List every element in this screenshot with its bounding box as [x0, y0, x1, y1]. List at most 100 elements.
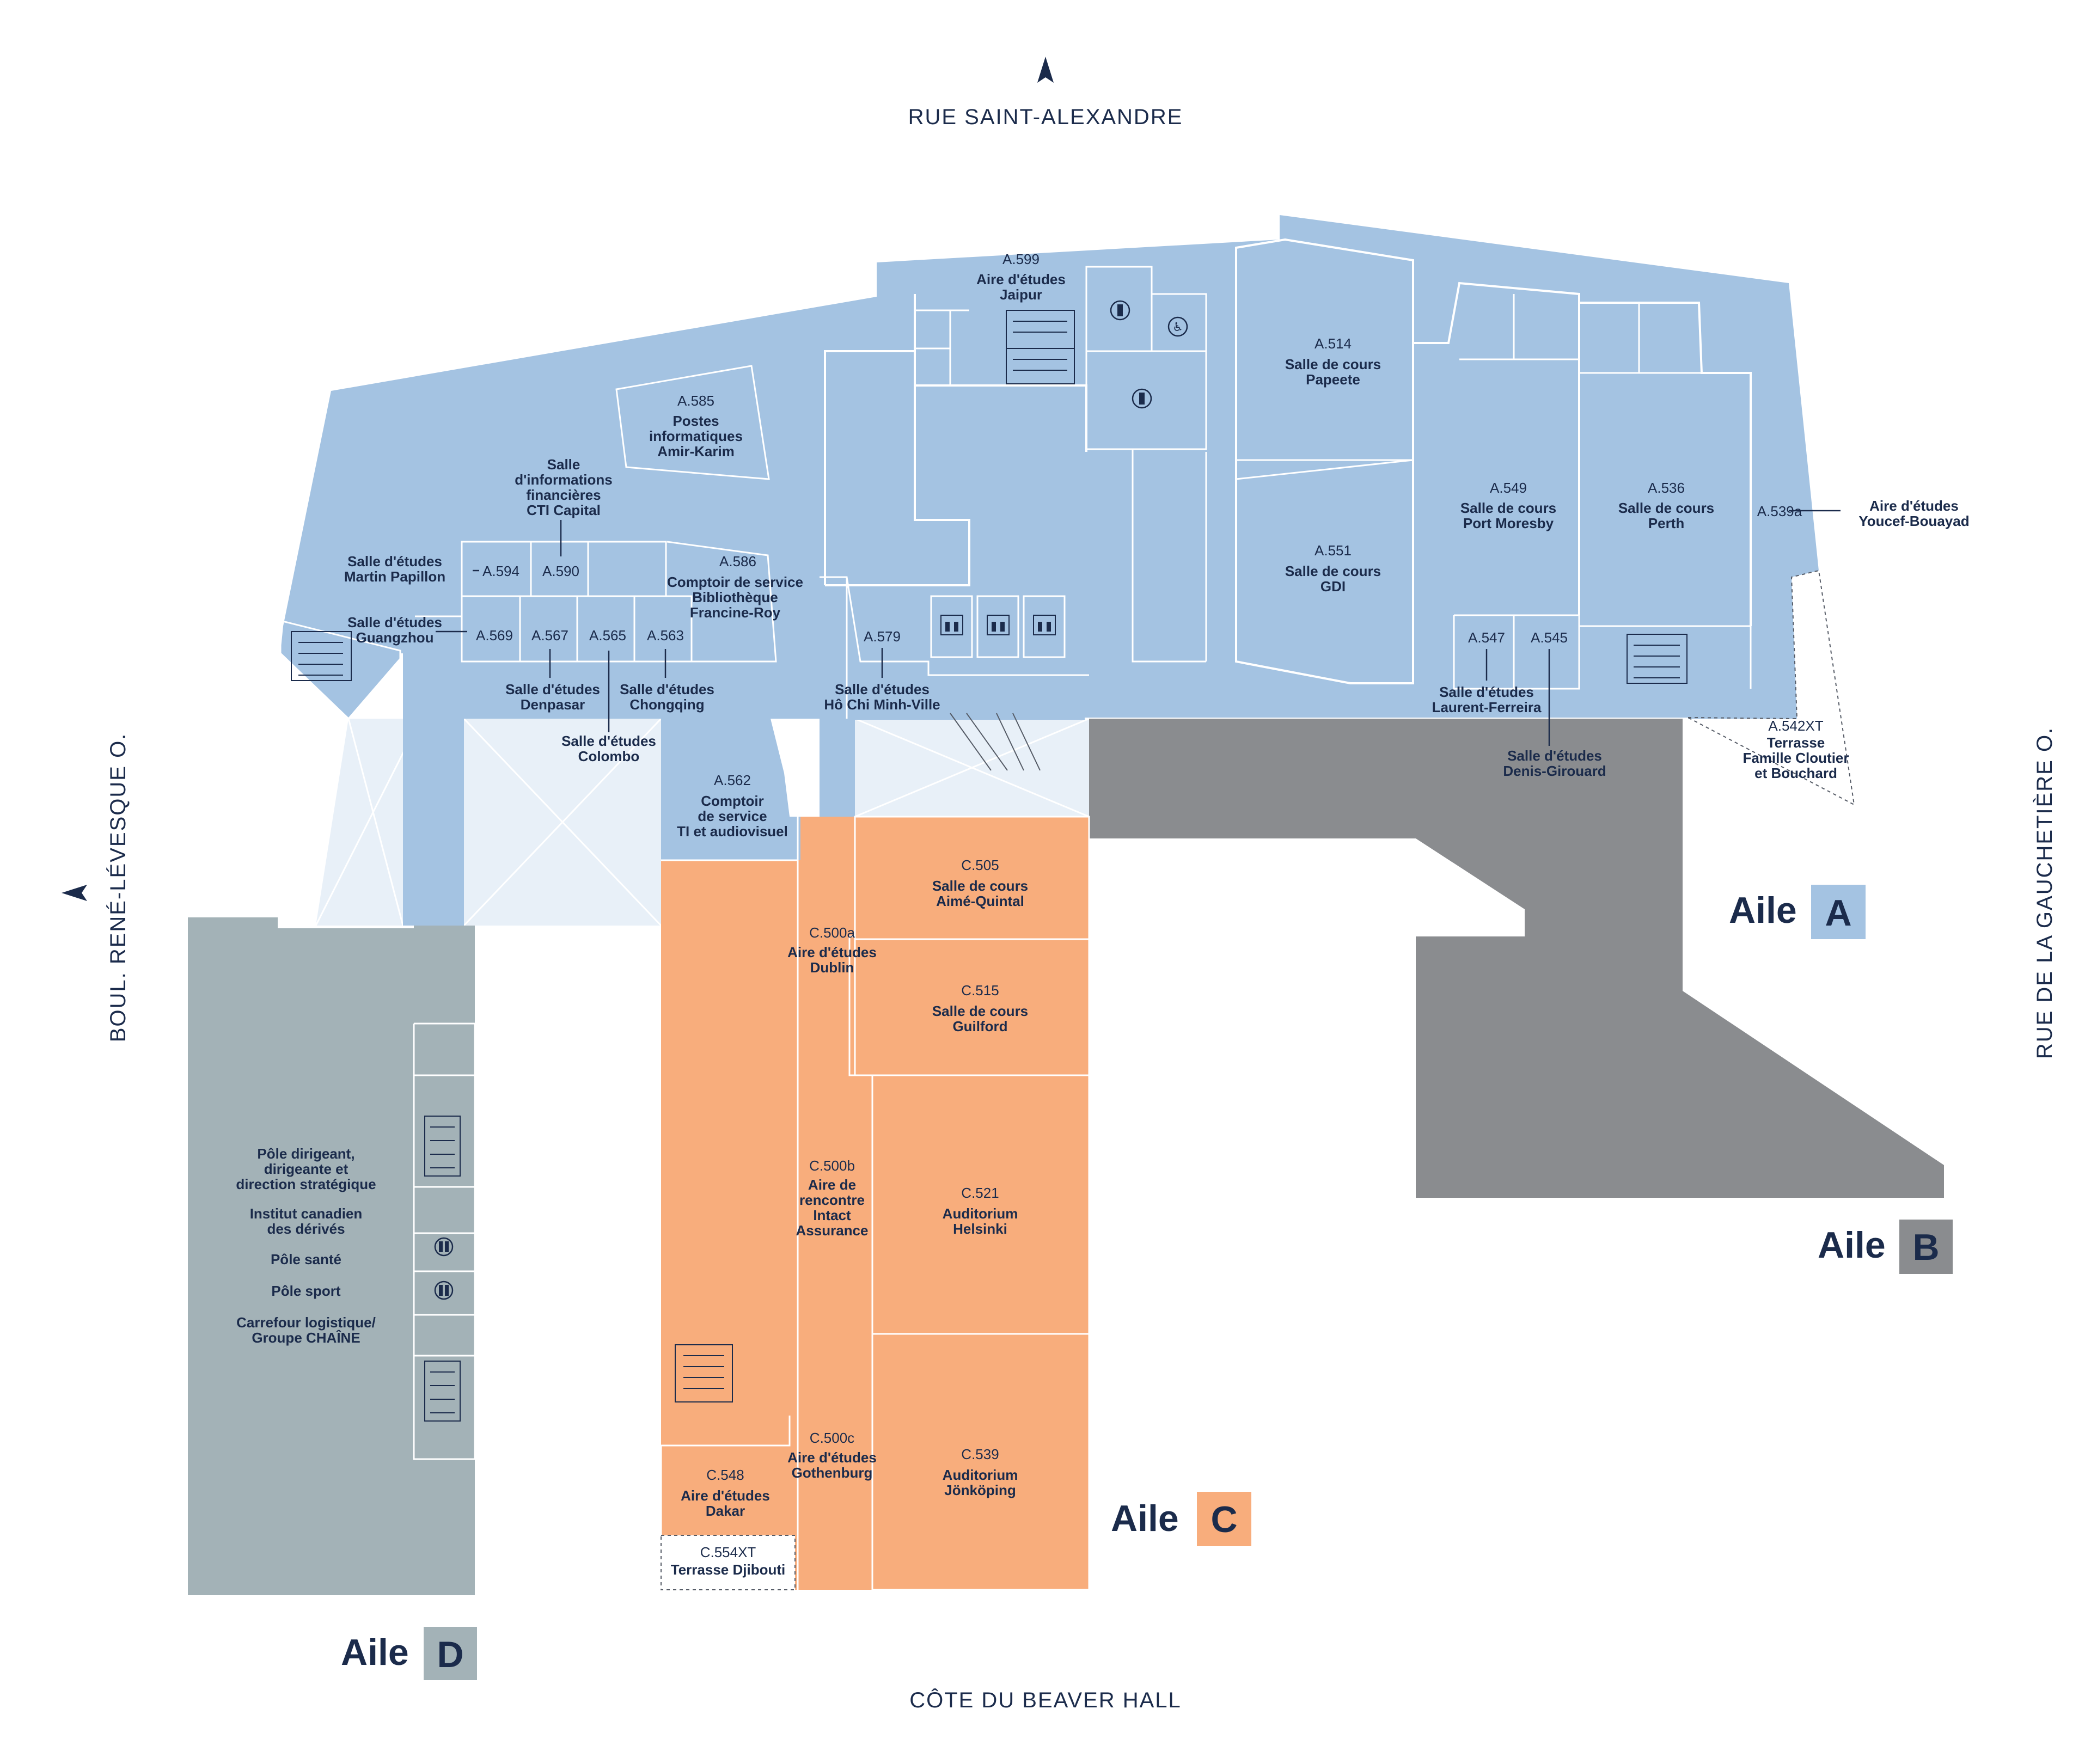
room-number: A.563 [647, 627, 684, 644]
department-name: Groupe CHAÎNE [252, 1330, 360, 1346]
room-number: C.548 [706, 1467, 744, 1483]
room-name: Famille Cloutier [1742, 750, 1849, 766]
room-a514[interactable]: A.514 Salle de cours Papeete [1285, 335, 1381, 388]
room-number: C.505 [961, 857, 999, 873]
room-number: C.500c [810, 1430, 854, 1446]
room-name: Terrasse Djibouti [671, 1561, 785, 1578]
room-name: informatiques [649, 428, 743, 444]
room-name: Auditorium [943, 1205, 1018, 1222]
department-name: Pôle dirigeant, [257, 1146, 354, 1162]
street-south: CÔTE DU BEAVER HALL [909, 1688, 1182, 1712]
room-number: A.569 [476, 627, 513, 644]
list-item[interactable]: Pôle sport [271, 1283, 340, 1299]
room-name: Salle de cours [1460, 500, 1556, 516]
room-c521[interactable]: C.521 Auditorium Helsinki [943, 1185, 1018, 1237]
room-c548[interactable]: C.548 Aire d'études Dakar [681, 1467, 770, 1519]
room-a539a[interactable]: A.539a Aire d'études Youcef-Bouayad [1757, 498, 1970, 529]
room-number: A.586 [719, 553, 756, 569]
room-c515[interactable]: C.515 Salle de cours Guilford [932, 982, 1028, 1034]
room-number: A.567 [531, 627, 568, 644]
room-name: Salle d'études [505, 681, 600, 697]
terrace-a542xt [1688, 569, 1855, 806]
room-a536[interactable]: A.536 Salle de cours Perth [1618, 480, 1714, 531]
room-number: A.536 [1648, 480, 1685, 496]
room-name: Salle d'études [835, 681, 930, 697]
list-item[interactable]: Institut canadien des dérivés [250, 1205, 363, 1237]
department-name: Carrefour logistique/ [236, 1314, 376, 1331]
toilet-icon [434, 1281, 454, 1300]
room-a599[interactable]: A.599 Aire d'études Jaipur [976, 251, 1066, 303]
department-name: des dérivés [267, 1221, 345, 1237]
wing-b-label: Aile B [1818, 1220, 1953, 1274]
room-a545[interactable]: A.545 Salle d'études Denis-Girouard [1503, 629, 1606, 779]
room-number: A.599 [1002, 251, 1040, 267]
room-c500c[interactable]: C.500c Aire d'études Gothenburg [787, 1430, 877, 1481]
list-item[interactable]: Pôle santé [271, 1251, 341, 1267]
room-name: Amir-Karim [657, 443, 735, 460]
room-name: Assurance [796, 1222, 869, 1239]
room-a563[interactable]: A.563 Salle d'études Chongqing [620, 627, 714, 713]
room-c505[interactable]: C.505 Salle de cours Aimé-Quintal [932, 857, 1028, 909]
room-a542xt[interactable]: A.542XT Terrasse Famille Cloutier et Bou… [1742, 718, 1849, 781]
room-a567[interactable]: A.567 Salle d'études Denpasar [505, 627, 600, 713]
room-a586[interactable]: A.586 Comptoir de service Bibliothèque F… [667, 553, 803, 621]
room-name: Port Moresby [1463, 515, 1554, 531]
room-a549[interactable]: A.549 Salle de cours Port Moresby [1460, 480, 1556, 531]
elevator-icon [940, 615, 963, 635]
stairs-icon [430, 1126, 455, 1168]
wing-a-label: Aile A [1729, 885, 1866, 939]
escalator-icon [950, 713, 1041, 771]
room-name: Salle [547, 456, 580, 473]
wing-d-label-text: Aile [341, 1632, 409, 1673]
department-name: dirigeante et [264, 1161, 348, 1177]
department-name: Pôle sport [271, 1283, 340, 1299]
room-a579[interactable]: A.579 Salle d'études Hô Chi Minh-Ville [824, 628, 940, 713]
department-name: direction stratégique [236, 1176, 376, 1192]
room-number: A.551 [1314, 542, 1352, 559]
list-item[interactable]: Pôle dirigeant, dirigeante et direction … [236, 1146, 376, 1192]
room-name: Salle d'études [1507, 748, 1602, 764]
room-number: A.539a [1757, 503, 1802, 519]
room-a562[interactable]: A.562 Comptoir de service TI et audiovis… [677, 772, 788, 840]
wing-d-walls [413, 1022, 476, 1460]
room-c500b[interactable]: C.500b Aire de rencontre Intact Assuranc… [796, 1157, 869, 1239]
room-a590[interactable]: A.590 [542, 563, 579, 579]
room-a594[interactable]: Salle d'études Martin Papillon A.594 [344, 553, 519, 585]
wing-a-label-text: Aile [1729, 890, 1797, 931]
room-name: Salle de cours [932, 1003, 1028, 1019]
room-c554xt[interactable]: C.554XT Terrasse Djibouti [671, 1544, 785, 1578]
room-name: Auditorium [943, 1467, 1018, 1483]
room-a565[interactable]: A.565 Salle d'études Colombo [561, 627, 656, 764]
room-name: Colombo [578, 748, 640, 764]
room-c539[interactable]: C.539 Auditorium Jönköping [943, 1446, 1018, 1498]
room-name: Salle d'études [561, 733, 656, 749]
accessible-toilet-icon: ♿ [1167, 316, 1188, 337]
room-name: Salle de cours [1618, 500, 1714, 516]
room-a551[interactable]: A.551 Salle de cours GDI [1285, 542, 1381, 595]
room-name: Guilford [952, 1018, 1007, 1034]
wing-d-area [188, 917, 475, 1595]
room-name: d'informations [515, 471, 613, 488]
street-east: RUE DE LA GAUCHETIÈRE O. [2032, 727, 2057, 1059]
room-a569[interactable]: Salle d'études Guangzhou A.569 [347, 614, 513, 646]
wing-b-letter: B [1912, 1227, 1939, 1268]
room-name: Denpasar [521, 696, 585, 713]
elevator-icon [987, 615, 1010, 635]
toilet-men-icon [1132, 388, 1152, 409]
room-name: Youcef-Bouayad [1858, 513, 1969, 529]
room-name: Helsinki [953, 1221, 1007, 1237]
room-a585[interactable]: A.585 Postes informatiques Amir-Karim [649, 393, 743, 460]
room-name: Jönköping [944, 1482, 1016, 1498]
room-cti-capital[interactable]: Salle d'informations financières CTI Cap… [515, 456, 613, 518]
list-item[interactable]: Carrefour logistique/ Groupe CHAÎNE [236, 1314, 376, 1346]
wing-a-badge [1811, 885, 1866, 939]
wing-d-badge [424, 1627, 477, 1680]
room-name: Dakar [706, 1503, 745, 1519]
room-c500a[interactable]: C.500a Aire d'études Dublin [787, 924, 877, 976]
room-a547[interactable]: A.547 Salle d'études Laurent-Ferreira [1432, 629, 1542, 715]
room-name: Terrasse [1767, 734, 1825, 751]
room-name: Laurent-Ferreira [1432, 699, 1542, 715]
department-name: Institut canadien [250, 1205, 363, 1222]
stairs-icon [430, 1371, 455, 1413]
